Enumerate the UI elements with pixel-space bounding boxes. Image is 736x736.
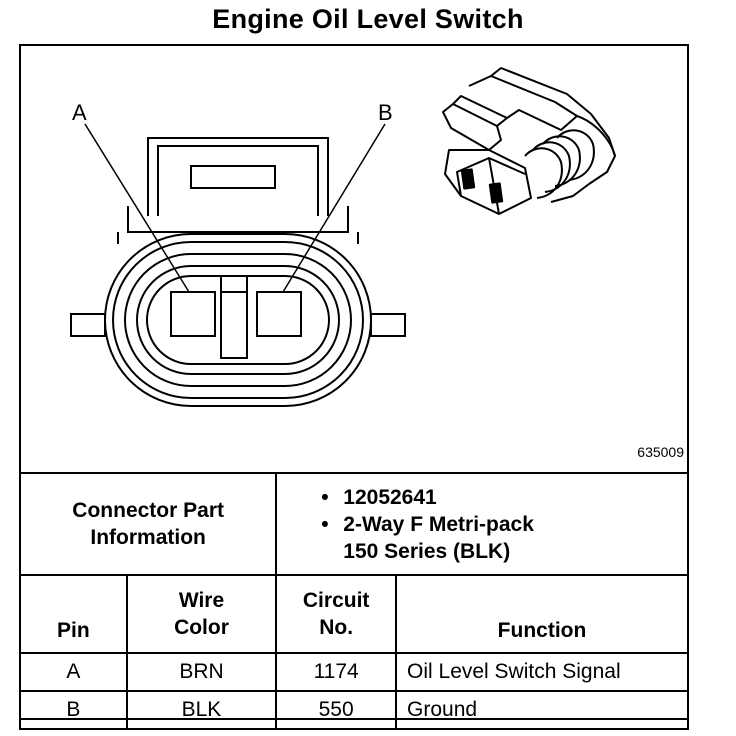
cell-pin: A <box>19 652 128 692</box>
connector-type-line2: 150 Series (BLK) <box>343 539 511 563</box>
figure-id: 635009 <box>637 444 684 460</box>
cell-pin: B <box>19 690 128 730</box>
pin-label-b: B <box>378 100 393 125</box>
cell-function: Oil Level Switch Signal <box>395 652 689 692</box>
header-function: Function <box>395 574 689 654</box>
header-circuit-line2: No. <box>319 616 354 639</box>
diagram-title: Engine Oil Level Switch <box>212 4 524 34</box>
cell-wire-color: BRN <box>125 652 278 692</box>
connector-side-tab-left <box>70 313 106 337</box>
connector-oval-body <box>104 233 372 407</box>
header-circuit-no: Circuit No. <box>275 574 398 654</box>
cell-function: Ground <box>395 690 689 730</box>
connector-part-info-line1: Connector Part <box>72 499 224 522</box>
part-number-item: • 12052641 <box>321 484 687 511</box>
cell-circuit: 1174 <box>275 652 398 692</box>
terminal-cavity-a <box>170 291 216 337</box>
bullet-icon: • <box>321 485 329 509</box>
header-wire-color: Wire Color <box>125 574 278 654</box>
pin-label-a: A <box>72 100 87 125</box>
leader-line-b <box>282 123 386 293</box>
connector-center-key <box>220 276 248 359</box>
part-number: 12052641 <box>343 485 437 509</box>
connector-type-item: • 2-Way F Metri-pack <box>321 511 687 538</box>
connector-type-line1: 2-Way F Metri-pack <box>343 512 534 536</box>
connector-side-tab-right <box>370 313 406 337</box>
header-circuit-line1: Circuit <box>302 589 370 612</box>
connector-part-info-values: • 12052641 • 2-Way F Metri-pack 150 Series… <box>275 472 689 576</box>
table-row: B BLK 550 Ground <box>19 690 689 730</box>
connector-part-info-line2: Information <box>90 526 206 549</box>
connector-perspective-sketch <box>442 67 616 215</box>
header-wire-line2: Color <box>174 616 229 639</box>
connector-part-info-label: Connector Part Information <box>18 472 278 576</box>
header-pin: Pin <box>19 574 128 654</box>
connector-latch-housing <box>117 137 359 244</box>
bullet-icon: • <box>321 512 329 536</box>
cell-wire-color: BLK <box>125 690 278 730</box>
leader-line-a <box>84 123 190 293</box>
connector-table: Connector Part Information • 12052641 • 2-… <box>18 472 689 730</box>
terminal-cavity-b <box>256 291 302 337</box>
cell-circuit: 550 <box>275 690 398 730</box>
table-header-row: Pin Wire Color Circuit No. Function <box>19 574 689 654</box>
connector-drawing <box>70 67 616 407</box>
header-wire-line1: Wire <box>178 589 225 612</box>
table-row: A BRN 1174 Oil Level Switch Signal <box>19 652 689 692</box>
